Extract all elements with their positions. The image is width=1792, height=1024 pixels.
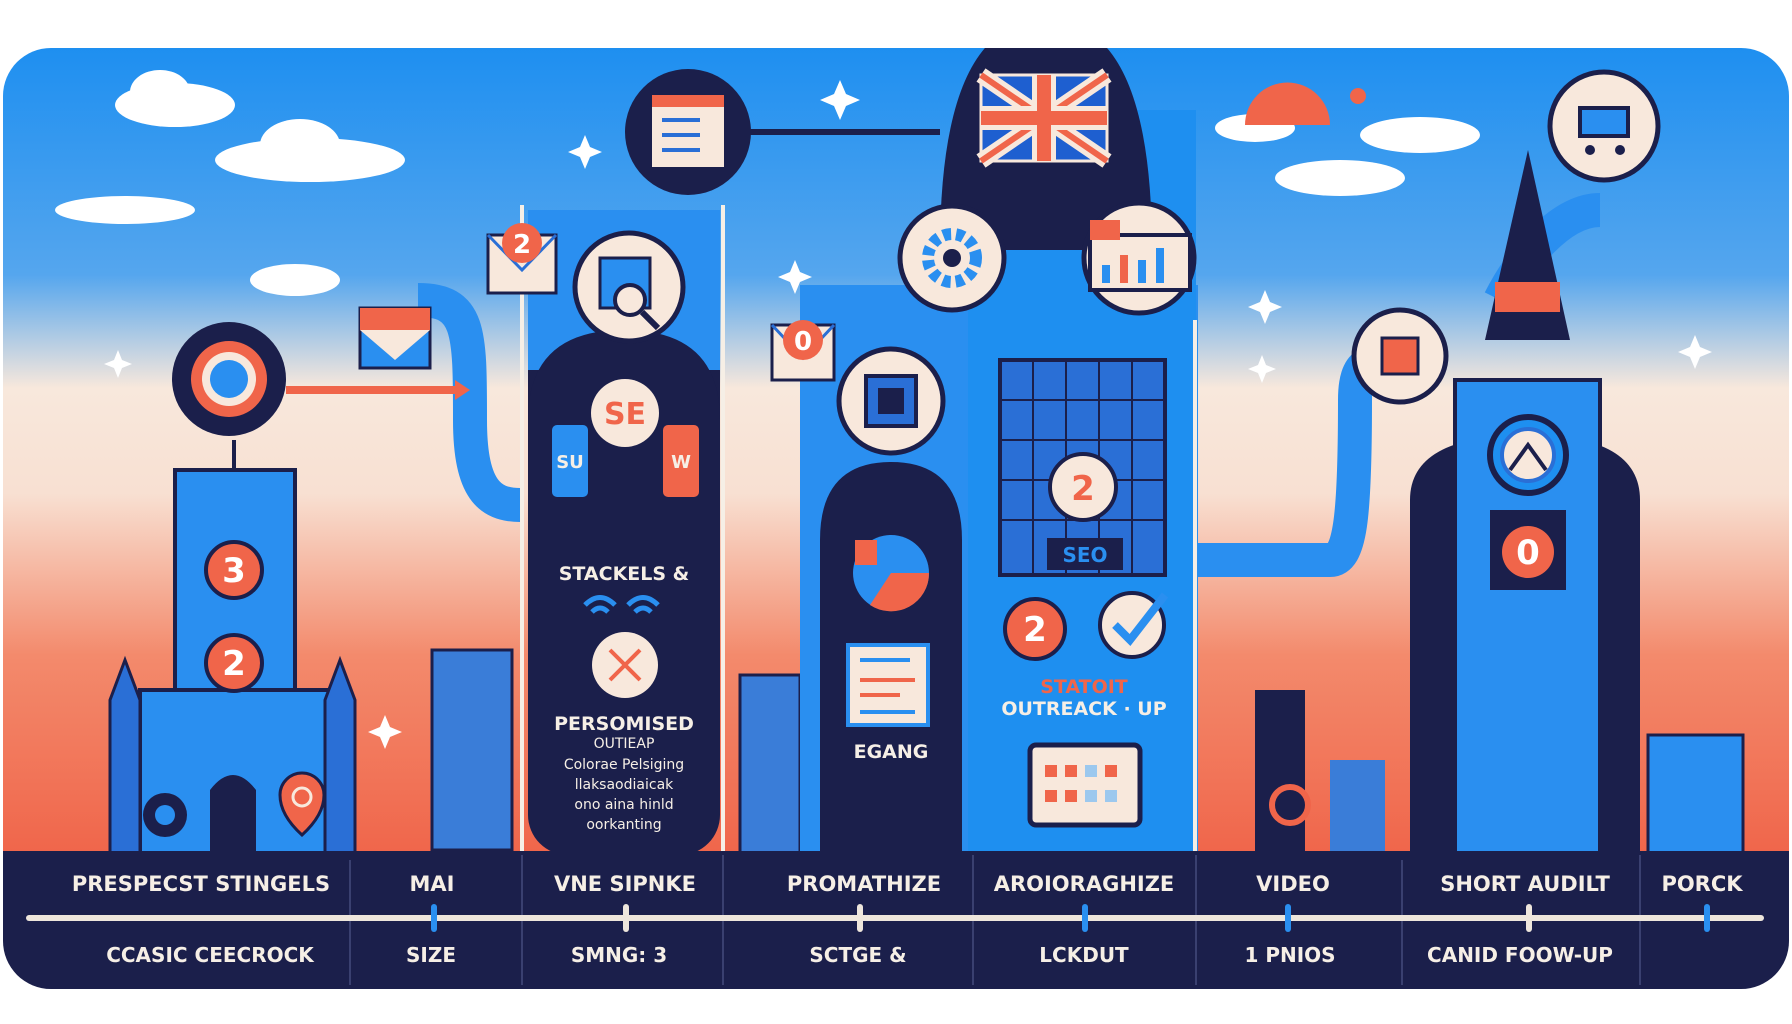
column-heading-egang: EGANG — [854, 741, 929, 763]
timeline-sublabel: SIZE — [406, 943, 456, 967]
checklist-icon — [625, 69, 940, 195]
column-body-line: ono aina hinld — [574, 797, 673, 813]
timeline-top-labels: PRESPECST STINGELS MAI VNE SIPNKE PROMAT… — [72, 872, 1743, 896]
timeline-label: VNE SIPNKE — [554, 872, 696, 896]
office-building: SEO — [998, 358, 1167, 577]
step-number-3: 3 — [222, 551, 246, 591]
wifi-icon — [583, 595, 660, 614]
target-icon — [172, 322, 470, 436]
column-heading-outreach: OUTREACK · UP — [1001, 698, 1166, 720]
calendar-icon — [1027, 742, 1143, 828]
w-card-label: W — [671, 452, 691, 473]
se-badge-label: SE — [604, 397, 646, 432]
timeline-sublabel: SMNG: 3 — [571, 943, 667, 967]
clock-tower — [1410, 150, 1640, 857]
w-card — [663, 425, 699, 497]
column-body-line: oorkanting — [586, 817, 661, 833]
timeline-label: PORCK — [1661, 872, 1743, 896]
envelope-icon — [358, 233, 836, 382]
checkmark-icon — [1098, 591, 1169, 659]
timeline-label: PRESPECST STINGELS — [72, 872, 330, 896]
timeline-label: VIDEO — [1256, 872, 1330, 896]
star-icon — [104, 80, 1712, 749]
pie-chart-icon — [853, 535, 930, 612]
column-heading-statoit: STATOIT — [1040, 676, 1128, 698]
timeline-sublabel: CCASIC CEECROCK — [106, 943, 315, 967]
timeline-label: AROIORAGHIZE — [994, 872, 1175, 896]
timeline-sublabel: 1 PNIOS — [1244, 943, 1335, 967]
seo-badge — [1047, 538, 1123, 570]
gear-icon — [897, 203, 1007, 313]
timeline-label: PROMATHIZE — [787, 872, 941, 896]
bar-chart-icon — [1081, 200, 1197, 316]
check-step-number: 2 — [1023, 610, 1047, 650]
city-buildings — [430, 648, 1745, 857]
timeline-bottom-labels: CCASIC CEECROCK SIZE SMNG: 3 SCTGE & LCK… — [106, 943, 1613, 967]
step-number-2: 2 — [222, 644, 246, 684]
column-heading-personalised: PERSOMISED — [554, 713, 694, 735]
timeline-ticks — [431, 904, 1710, 932]
shopping-cart-icon — [1547, 69, 1661, 183]
location-pin-icon — [143, 771, 326, 838]
su-card-label: SU — [556, 452, 584, 473]
building-step-number: 2 — [1071, 469, 1095, 509]
sun-icon — [1245, 82, 1366, 125]
column-body-line: llaksaodiaicak — [575, 777, 674, 793]
column-body-line: Colorae Pelsiging — [564, 757, 684, 773]
timeline-sublabel: SCTGE & — [809, 943, 906, 967]
column-subheading: OUTIEAP — [594, 736, 655, 752]
se-badge — [591, 379, 659, 447]
timeline-label: SHORT AUDILT — [1440, 872, 1610, 896]
tower-step-number: 0 — [1516, 533, 1540, 573]
uk-flag-icon — [976, 68, 1112, 168]
document-icon — [846, 643, 930, 727]
magnifier-icon — [572, 230, 686, 344]
su-card — [552, 425, 588, 497]
cloud-icon — [55, 70, 1480, 296]
timeline-sublabel: CANID FOOW-UP — [1427, 943, 1613, 967]
column-heading-stackels: STACKELS & — [559, 563, 690, 585]
qr-code-icon — [836, 346, 946, 456]
envelope-badge-number: 2 — [513, 230, 531, 260]
badge-icon — [1351, 307, 1449, 405]
envelope-badge-number: 0 — [794, 327, 812, 357]
seo-badge-label: SEO — [1062, 543, 1107, 567]
timeline-label: MAI — [410, 872, 455, 896]
timeline-sublabel: LCKDUT — [1039, 943, 1129, 967]
close-icon — [592, 632, 658, 698]
